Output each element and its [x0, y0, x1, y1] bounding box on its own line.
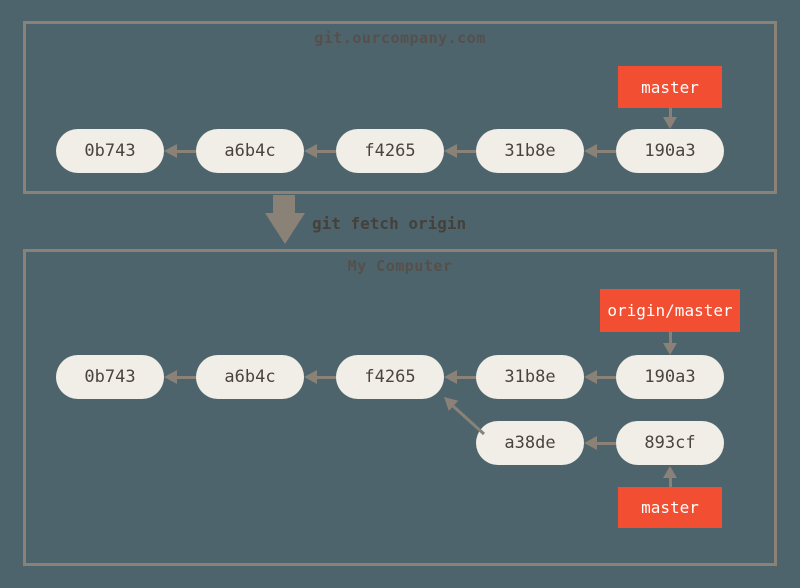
commit-parent-arrow [304, 144, 336, 158]
commit-node: a6b4c [196, 355, 304, 399]
commit-node: 0b743 [56, 355, 164, 399]
commit-node: 31b8e [476, 129, 584, 173]
commit-node: 31b8e [476, 355, 584, 399]
remote-repo-title: git.ourcompany.com [314, 29, 486, 47]
diagonal-parent-arrow [444, 397, 486, 436]
branch-label-origin-master: origin/master [600, 289, 740, 332]
fetch-arrow-head [265, 213, 305, 244]
commit-parent-arrow [444, 144, 476, 158]
commit-parent-arrow [584, 144, 616, 158]
branch-label-master: master [618, 66, 722, 108]
commit-node: f4265 [336, 355, 444, 399]
commit-node: a6b4c [196, 129, 304, 173]
branch-label-local-master: master [618, 487, 722, 528]
commit-node: a38de [476, 421, 584, 465]
branch-pointer-arrow [663, 466, 677, 487]
fetch-arrow-shaft [273, 195, 295, 213]
commit-parent-arrow [584, 370, 616, 384]
local-repo-title: My Computer [347, 257, 453, 275]
commit-node: 190a3 [616, 129, 724, 173]
commit-parent-arrow [444, 370, 476, 384]
commit-parent-arrow [164, 144, 196, 158]
commit-parent-arrow [304, 370, 336, 384]
commit-parent-arrow [164, 370, 196, 384]
commit-node: f4265 [336, 129, 444, 173]
remote-repo-box: git.ourcompany.com [23, 21, 777, 194]
commit-node: 0b743 [56, 129, 164, 173]
branch-pointer-arrow [663, 332, 677, 355]
commit-node: 893cf [616, 421, 724, 465]
branch-pointer-arrow [663, 108, 677, 129]
commit-node: 190a3 [616, 355, 724, 399]
fetch-command-text: git fetch origin [312, 214, 467, 233]
local-repo-box: My Computer [23, 249, 777, 566]
commit-parent-arrow [584, 436, 616, 450]
